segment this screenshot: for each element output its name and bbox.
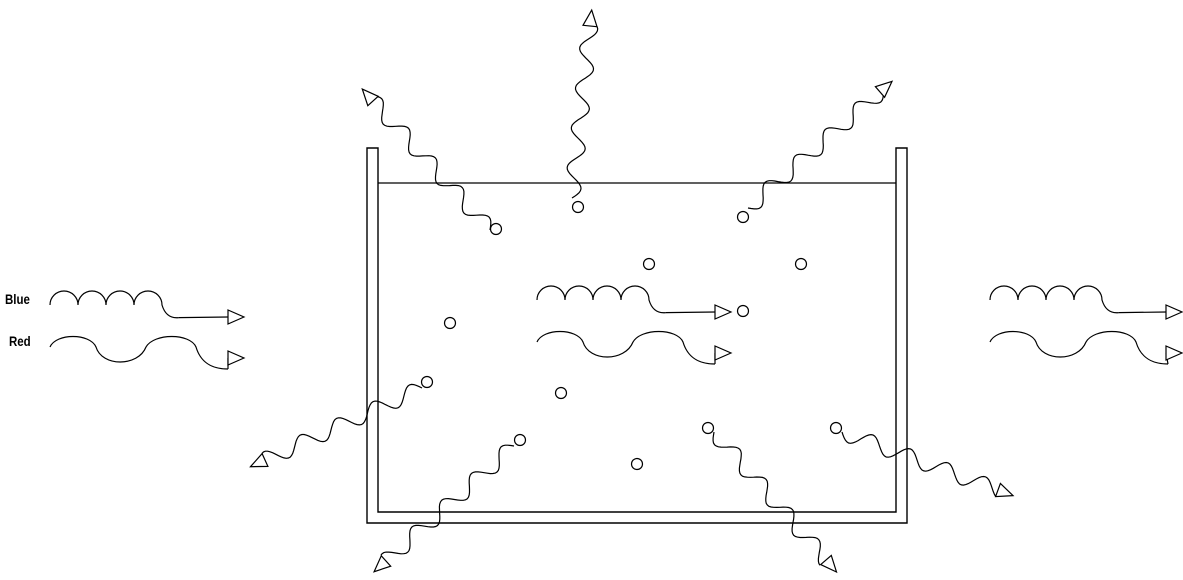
particle [796, 259, 807, 270]
red-light-label: Red [9, 333, 31, 349]
scatter-ray-down-wave [713, 432, 820, 565]
scatter-ray-down-arrow [821, 555, 837, 572]
particle [703, 423, 714, 434]
scatter-ray-down-left-arrow [374, 556, 391, 572]
incoming-red-arrow [228, 351, 244, 365]
incoming-blue-wave [50, 291, 179, 318]
particle [422, 377, 433, 388]
scatter-ray-up-arrow [583, 10, 597, 27]
inside-blue-tail [666, 312, 715, 313]
scatter-ray-up-left-wave [378, 97, 491, 230]
particle [445, 318, 456, 329]
scatter-ray-left-arrow [251, 454, 268, 467]
inside-red-arrow [715, 346, 731, 360]
particle [831, 423, 842, 434]
outgoing-red-wave [990, 332, 1168, 365]
particle [573, 202, 584, 213]
outgoing-red-arrow [1166, 346, 1182, 360]
inside-blue-wave [537, 286, 666, 313]
particle [491, 224, 502, 235]
particle [738, 306, 749, 317]
outgoing-blue-tail [1119, 312, 1166, 313]
scatter-ray-up-right-arrow [875, 81, 892, 97]
scatter-ray-right-wave [842, 432, 996, 496]
incoming-blue-arrow [228, 310, 244, 324]
scatter-ray-up-left-arrow [362, 89, 378, 106]
inside-red-wave [537, 332, 715, 365]
outgoing-blue-arrow [1166, 305, 1182, 319]
particle [632, 459, 643, 470]
scatter-ray-up-wave [567, 27, 598, 198]
particle [556, 388, 567, 399]
blue-light-label: Blue [5, 291, 30, 307]
particle [738, 212, 749, 223]
particle [515, 435, 526, 446]
scatter-ray-up-right-wave [748, 96, 883, 209]
incoming-blue-tail [179, 317, 228, 318]
scatter-ray-left-wave [262, 384, 422, 458]
outgoing-blue-wave [990, 286, 1119, 313]
particle [644, 259, 655, 270]
scatter-ray-right-arrow [996, 483, 1013, 496]
scatter-ray-down-left-wave [381, 445, 514, 555]
incoming-red-wave [50, 337, 228, 370]
inside-blue-arrow [715, 305, 731, 319]
